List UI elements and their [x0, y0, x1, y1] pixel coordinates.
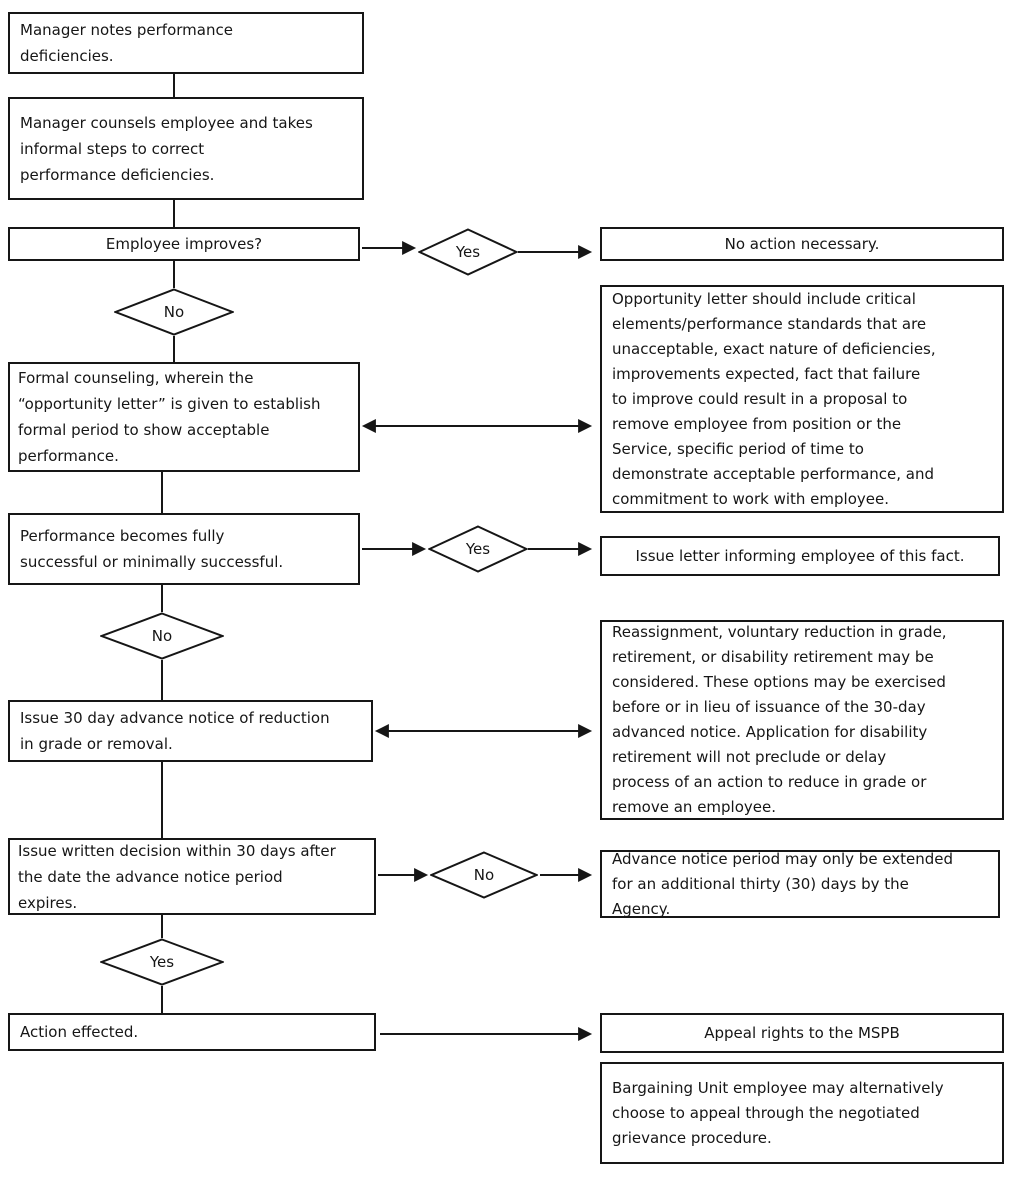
node-issue-letter-text: Issue letter informing employee of this …: [635, 547, 965, 565]
decision-decision-yes: Yes: [100, 938, 224, 986]
node-issue-written-decision: Issue written decision within 30 days af…: [8, 838, 376, 915]
diamond-shape-icon: [428, 525, 528, 573]
decision-improves-yes: Yes: [418, 228, 518, 276]
node-appeal-rights-text: Appeal rights to the MSPB: [704, 1024, 900, 1042]
node-action-effected: Action effected.: [8, 1013, 376, 1051]
decision-successful-no: No: [100, 612, 224, 660]
node-reassignment-note: Reassignment, voluntary reduction in gra…: [600, 620, 1004, 820]
node-appeal-rights: Appeal rights to the MSPB: [600, 1013, 1004, 1053]
node-advance-notice-extension: Advance notice period may only be extend…: [600, 850, 1000, 918]
node-opportunity-letter-note-text: Opportunity letter should include critic…: [612, 289, 936, 508]
node-manager-counsels-text: Manager counsels employee and takes info…: [20, 113, 313, 184]
decision-successful-yes-label: Yes: [465, 539, 491, 558]
node-manager-counsels: Manager counsels employee and takes info…: [8, 97, 364, 200]
node-employee-improves: Employee improves?: [8, 227, 360, 261]
node-issue-letter: Issue letter informing employee of this …: [600, 536, 1000, 576]
node-action-effected-text: Action effected.: [20, 1023, 139, 1041]
node-no-action-necessary: No action necessary.: [600, 227, 1004, 261]
node-opportunity-letter-note: Opportunity letter should include critic…: [600, 285, 1004, 513]
diamond-shape-icon: [100, 612, 224, 660]
node-reassignment-note-text: Reassignment, voluntary reduction in gra…: [612, 623, 947, 816]
node-manager-notes-text: Manager notes performance deficiencies.: [20, 21, 233, 65]
node-performance-successful: Performance becomes fully successful or …: [8, 513, 360, 585]
node-issue-30-day-notice: Issue 30 day advance notice of reduction…: [8, 700, 373, 762]
decision-successful-yes: Yes: [428, 525, 528, 573]
node-performance-successful-text: Performance becomes fully successful or …: [20, 527, 284, 571]
diamond-shape-icon: [430, 851, 538, 899]
node-manager-notes: Manager notes performance deficiencies.: [8, 12, 364, 74]
node-bargaining-unit: Bargaining Unit employee may alternative…: [600, 1062, 1004, 1164]
decision-decision-no: No: [430, 851, 538, 899]
decision-decision-yes-label: Yes: [149, 952, 175, 971]
decision-improves-yes-label: Yes: [455, 242, 481, 261]
node-no-action-necessary-text: No action necessary.: [724, 235, 880, 253]
node-bargaining-unit-text: Bargaining Unit employee may alternative…: [612, 1078, 944, 1147]
node-issue-written-decision-text: Issue written decision within 30 days af…: [18, 841, 336, 912]
node-employee-improves-text: Employee improves?: [105, 235, 263, 253]
decision-decision-no-label: No: [473, 865, 495, 884]
node-advance-notice-extension-text: Advance notice period may only be extend…: [612, 849, 954, 918]
node-issue-30-day-notice-text: Issue 30 day advance notice of reduction…: [20, 709, 330, 753]
diamond-shape-icon: [418, 228, 518, 276]
node-formal-counseling-text: Formal counseling, wherein the “opportun…: [18, 369, 321, 465]
decision-improves-no-label: No: [163, 302, 185, 321]
node-formal-counseling: Formal counseling, wherein the “opportun…: [8, 362, 360, 472]
decision-successful-no-label: No: [151, 626, 173, 645]
diamond-shape-icon: [100, 938, 224, 986]
decision-improves-no: No: [114, 288, 234, 336]
diamond-shape-icon: [114, 288, 234, 336]
